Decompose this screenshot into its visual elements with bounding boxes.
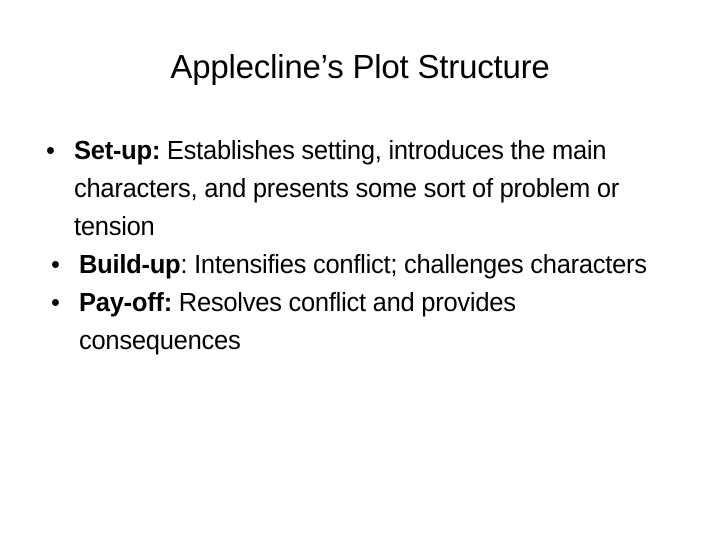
bullet-term-colon: : (151, 137, 161, 165)
bullet-term-colon: : (180, 251, 188, 279)
list-item: • Set-up: Establishes setting, introduce… (46, 132, 682, 246)
bullet-term: Pay-off (79, 289, 164, 317)
bullet-point-icon: • (46, 137, 55, 165)
page-title: Applecline’s Plot Structure (170, 48, 550, 85)
bullet-list: • Set-up: Establishes setting, introduce… (38, 132, 682, 360)
bullet-term: Set-up (74, 137, 152, 165)
list-item: • Pay-off: Resolves conflict and provide… (51, 284, 682, 360)
bullet-point-icon: • (51, 289, 60, 317)
list-item: • Build-up: Intensifies conflict; challe… (51, 246, 682, 284)
bullet-body-text: Establishes setting, introduces the main… (74, 137, 620, 241)
bullet-point-icon: • (51, 251, 60, 279)
bullet-body-text: Intensifies conflict; challenges charact… (187, 251, 647, 279)
bullet-term-colon: : (163, 289, 173, 317)
bullet-term: Build-up (79, 251, 181, 279)
bullet-body-text: Resolves conflict and provides consequen… (79, 289, 516, 355)
